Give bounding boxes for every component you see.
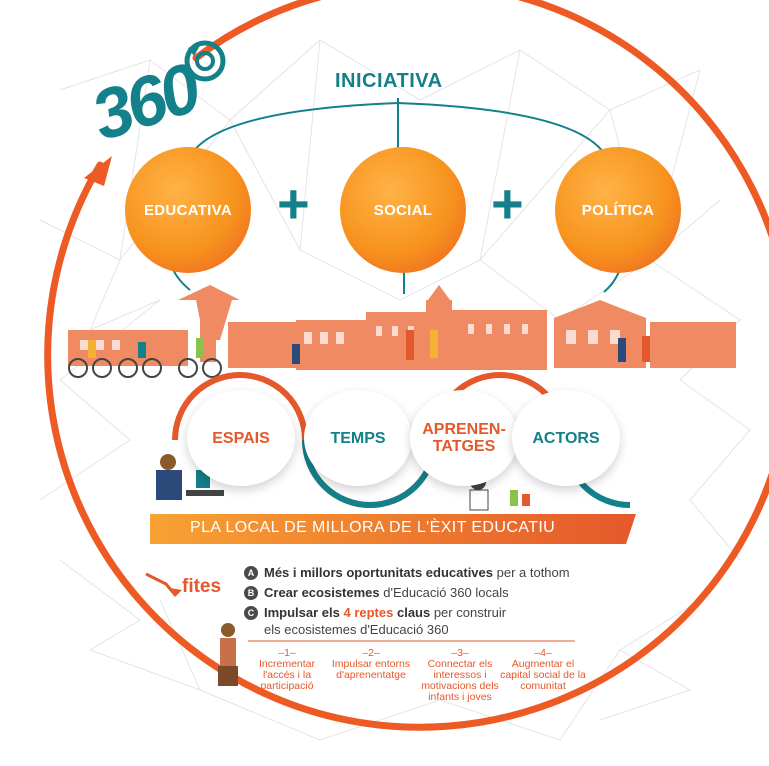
bullet-b: B <box>244 586 258 600</box>
repte-2: –2– Impulsar entorns d'aprenentatge <box>326 648 416 681</box>
pillar-temps: TEMPS <box>304 390 412 486</box>
skyline-windows <box>80 324 620 350</box>
repte-4-num: –4– <box>534 647 552 659</box>
repte-1: –1– Incrementar l'accés i la participaci… <box>250 648 324 692</box>
repte-3-num: –3– <box>451 647 469 659</box>
fita-c-bold-post: claus <box>393 605 431 620</box>
banner-text: PLA LOCAL DE MILLORA DE L'ÈXIT EDUCATIU <box>190 519 556 536</box>
fita-a-rest: per a tothom <box>493 565 570 580</box>
fita-c-bold-pre: Impulsar els <box>264 605 344 620</box>
plus-sign-1: + <box>277 172 310 235</box>
fites-arrow-icon <box>145 572 182 597</box>
page-title: INICIATIVA <box>335 70 443 92</box>
fita-a-bold: Més i millors oportunitats educatives <box>264 565 493 580</box>
people-illustrations <box>68 330 650 378</box>
woman-figure <box>218 623 238 686</box>
plus-sign-2: + <box>491 172 524 235</box>
pillar-aprenentatges: APRENEN- TATGES <box>410 390 518 486</box>
fita-b-bold: Crear ecosistemes <box>264 585 380 600</box>
pillar-actors: ACTORS <box>512 390 620 486</box>
repte-1-num: –1– <box>278 647 296 659</box>
bullet-a: A <box>244 566 258 580</box>
bullet-c: C <box>244 606 258 620</box>
repte-4-text: Augmentar el capital social de la comuni… <box>500 658 586 692</box>
repte-2-text: Impulsar entorns d'aprenentatge <box>331 658 411 681</box>
repte-4: –4– Augmentar el capital social de la co… <box>500 648 586 692</box>
node-social: SOCIAL <box>340 147 466 273</box>
fita-b: B Crear ecosistemes d'Educació 360 locals <box>244 585 509 600</box>
pillar-espais: ESPAIS <box>187 390 295 486</box>
fita-a: A Més i millors oportunitats educatives p… <box>244 565 570 580</box>
fita-c-highlight: 4 reptes <box>343 605 394 620</box>
fita-c: C Impulsar els 4 reptes claus per constru… <box>244 605 506 620</box>
node-politica: POLÍTICA <box>555 147 681 273</box>
fita-b-rest: d'Educació 360 locals <box>379 585 509 600</box>
cycle-ring <box>44 0 769 731</box>
rotate-icon <box>184 40 226 82</box>
node-educativa: EDUCATIVA <box>125 147 251 273</box>
ring-arrowhead <box>84 156 112 186</box>
fita-c-rest: per construir <box>430 605 507 620</box>
fites-title: fites <box>182 576 222 597</box>
banner-shape <box>150 514 636 544</box>
repte-1-text: Incrementar l'accés i la participació <box>258 658 316 692</box>
town-skyline <box>68 285 736 370</box>
fita-c-line2: els ecosistemes d'Educació 360 <box>264 622 449 637</box>
repte-3: –3– Connectar els interessos i motivacio… <box>420 648 500 703</box>
repte-2-num: –2– <box>362 647 380 659</box>
repte-3-text: Connectar els interessos i motivacions d… <box>421 658 499 703</box>
